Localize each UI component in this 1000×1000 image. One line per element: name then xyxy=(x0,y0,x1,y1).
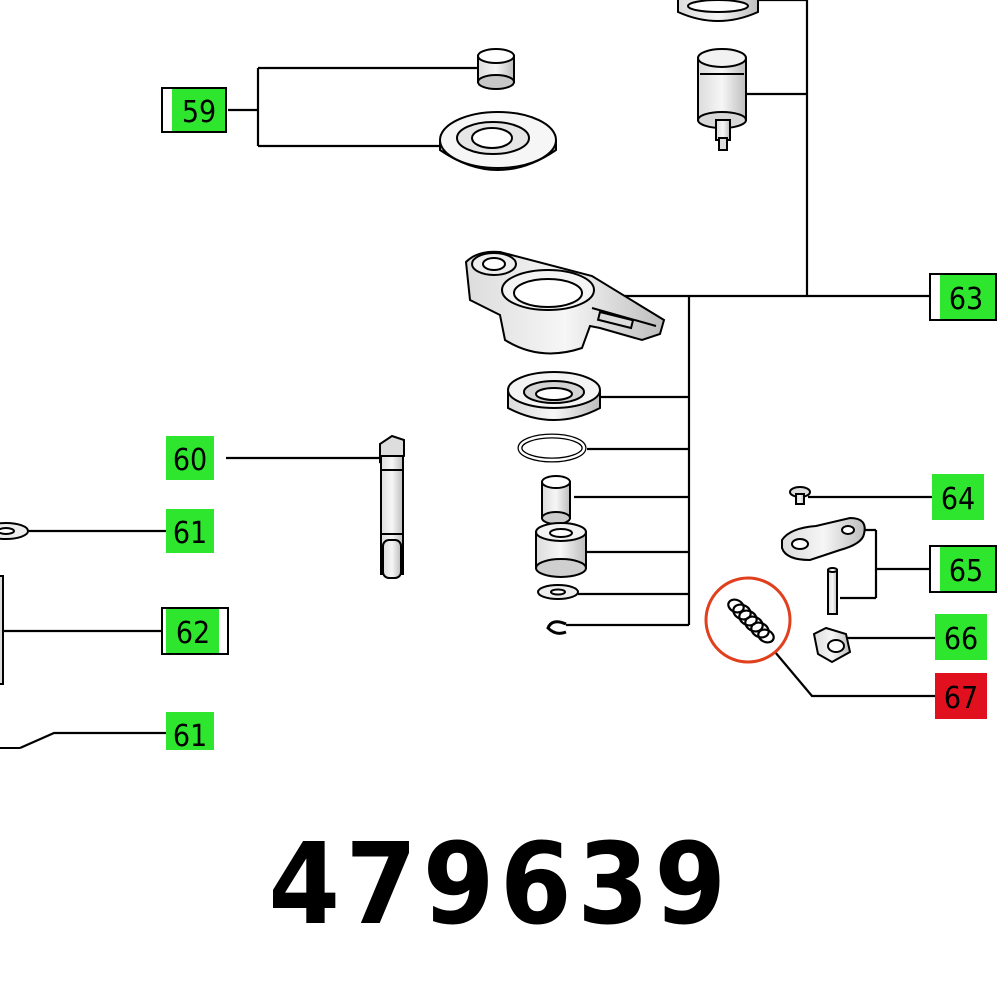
housing-part xyxy=(464,250,666,355)
washer-part xyxy=(537,584,579,600)
callout-64-text: 64 xyxy=(941,482,975,517)
callout-60-text: 60 xyxy=(173,443,207,478)
retaining-ring-part xyxy=(517,433,587,463)
callout-59[interactable]: 59 xyxy=(161,87,227,133)
callout-63-text: 63 xyxy=(949,282,983,317)
armature-part xyxy=(697,48,747,151)
ball-bearing-part xyxy=(507,371,601,421)
pin-part xyxy=(827,567,838,615)
leader-61b xyxy=(19,731,166,750)
leader-67 xyxy=(774,651,935,698)
callout-61-top-text: 61 xyxy=(173,516,207,551)
callout-59-text: 59 xyxy=(182,95,216,130)
callout-61-top[interactable]: 61 xyxy=(166,509,214,553)
callout-64[interactable]: 64 xyxy=(932,474,984,520)
bushing-part xyxy=(477,48,515,90)
callout-65[interactable]: 65 xyxy=(929,545,997,593)
callout-67[interactable]: 67 xyxy=(935,673,987,719)
screw-part xyxy=(789,486,811,505)
callout-labels: 59 60 61 62 61 63 64 xyxy=(161,87,997,754)
leader-63 xyxy=(566,0,930,627)
parts xyxy=(0,0,866,749)
callout-63[interactable]: 63 xyxy=(929,273,997,321)
leader-lines xyxy=(0,0,935,750)
top-bearing-part xyxy=(677,0,759,22)
callout-66-text: 66 xyxy=(944,622,978,657)
callout-62[interactable]: 62 xyxy=(161,607,229,655)
sleeve-part xyxy=(541,475,571,525)
callout-61-bottom-text: 61 xyxy=(173,719,207,754)
part-62-partial xyxy=(0,575,4,685)
callout-62-text: 62 xyxy=(176,616,210,651)
callout-66[interactable]: 66 xyxy=(935,614,987,660)
callout-61-bottom[interactable]: 61 xyxy=(166,712,214,754)
spring-part xyxy=(727,598,775,644)
lever-part xyxy=(781,516,866,562)
eclip-part xyxy=(546,620,567,635)
callout-65-text: 65 xyxy=(949,554,983,589)
highlight-circle xyxy=(704,576,792,664)
clamp-part xyxy=(812,626,852,664)
part-number: 479639 xyxy=(268,820,732,950)
shaft-part xyxy=(379,434,405,579)
thick-bushing-part xyxy=(535,522,587,578)
callout-67-text: 67 xyxy=(944,681,978,716)
callout-60[interactable]: 60 xyxy=(166,436,214,480)
washer-61-top-part xyxy=(0,522,29,540)
leader-59 xyxy=(228,66,478,148)
pulley-part xyxy=(439,111,557,171)
